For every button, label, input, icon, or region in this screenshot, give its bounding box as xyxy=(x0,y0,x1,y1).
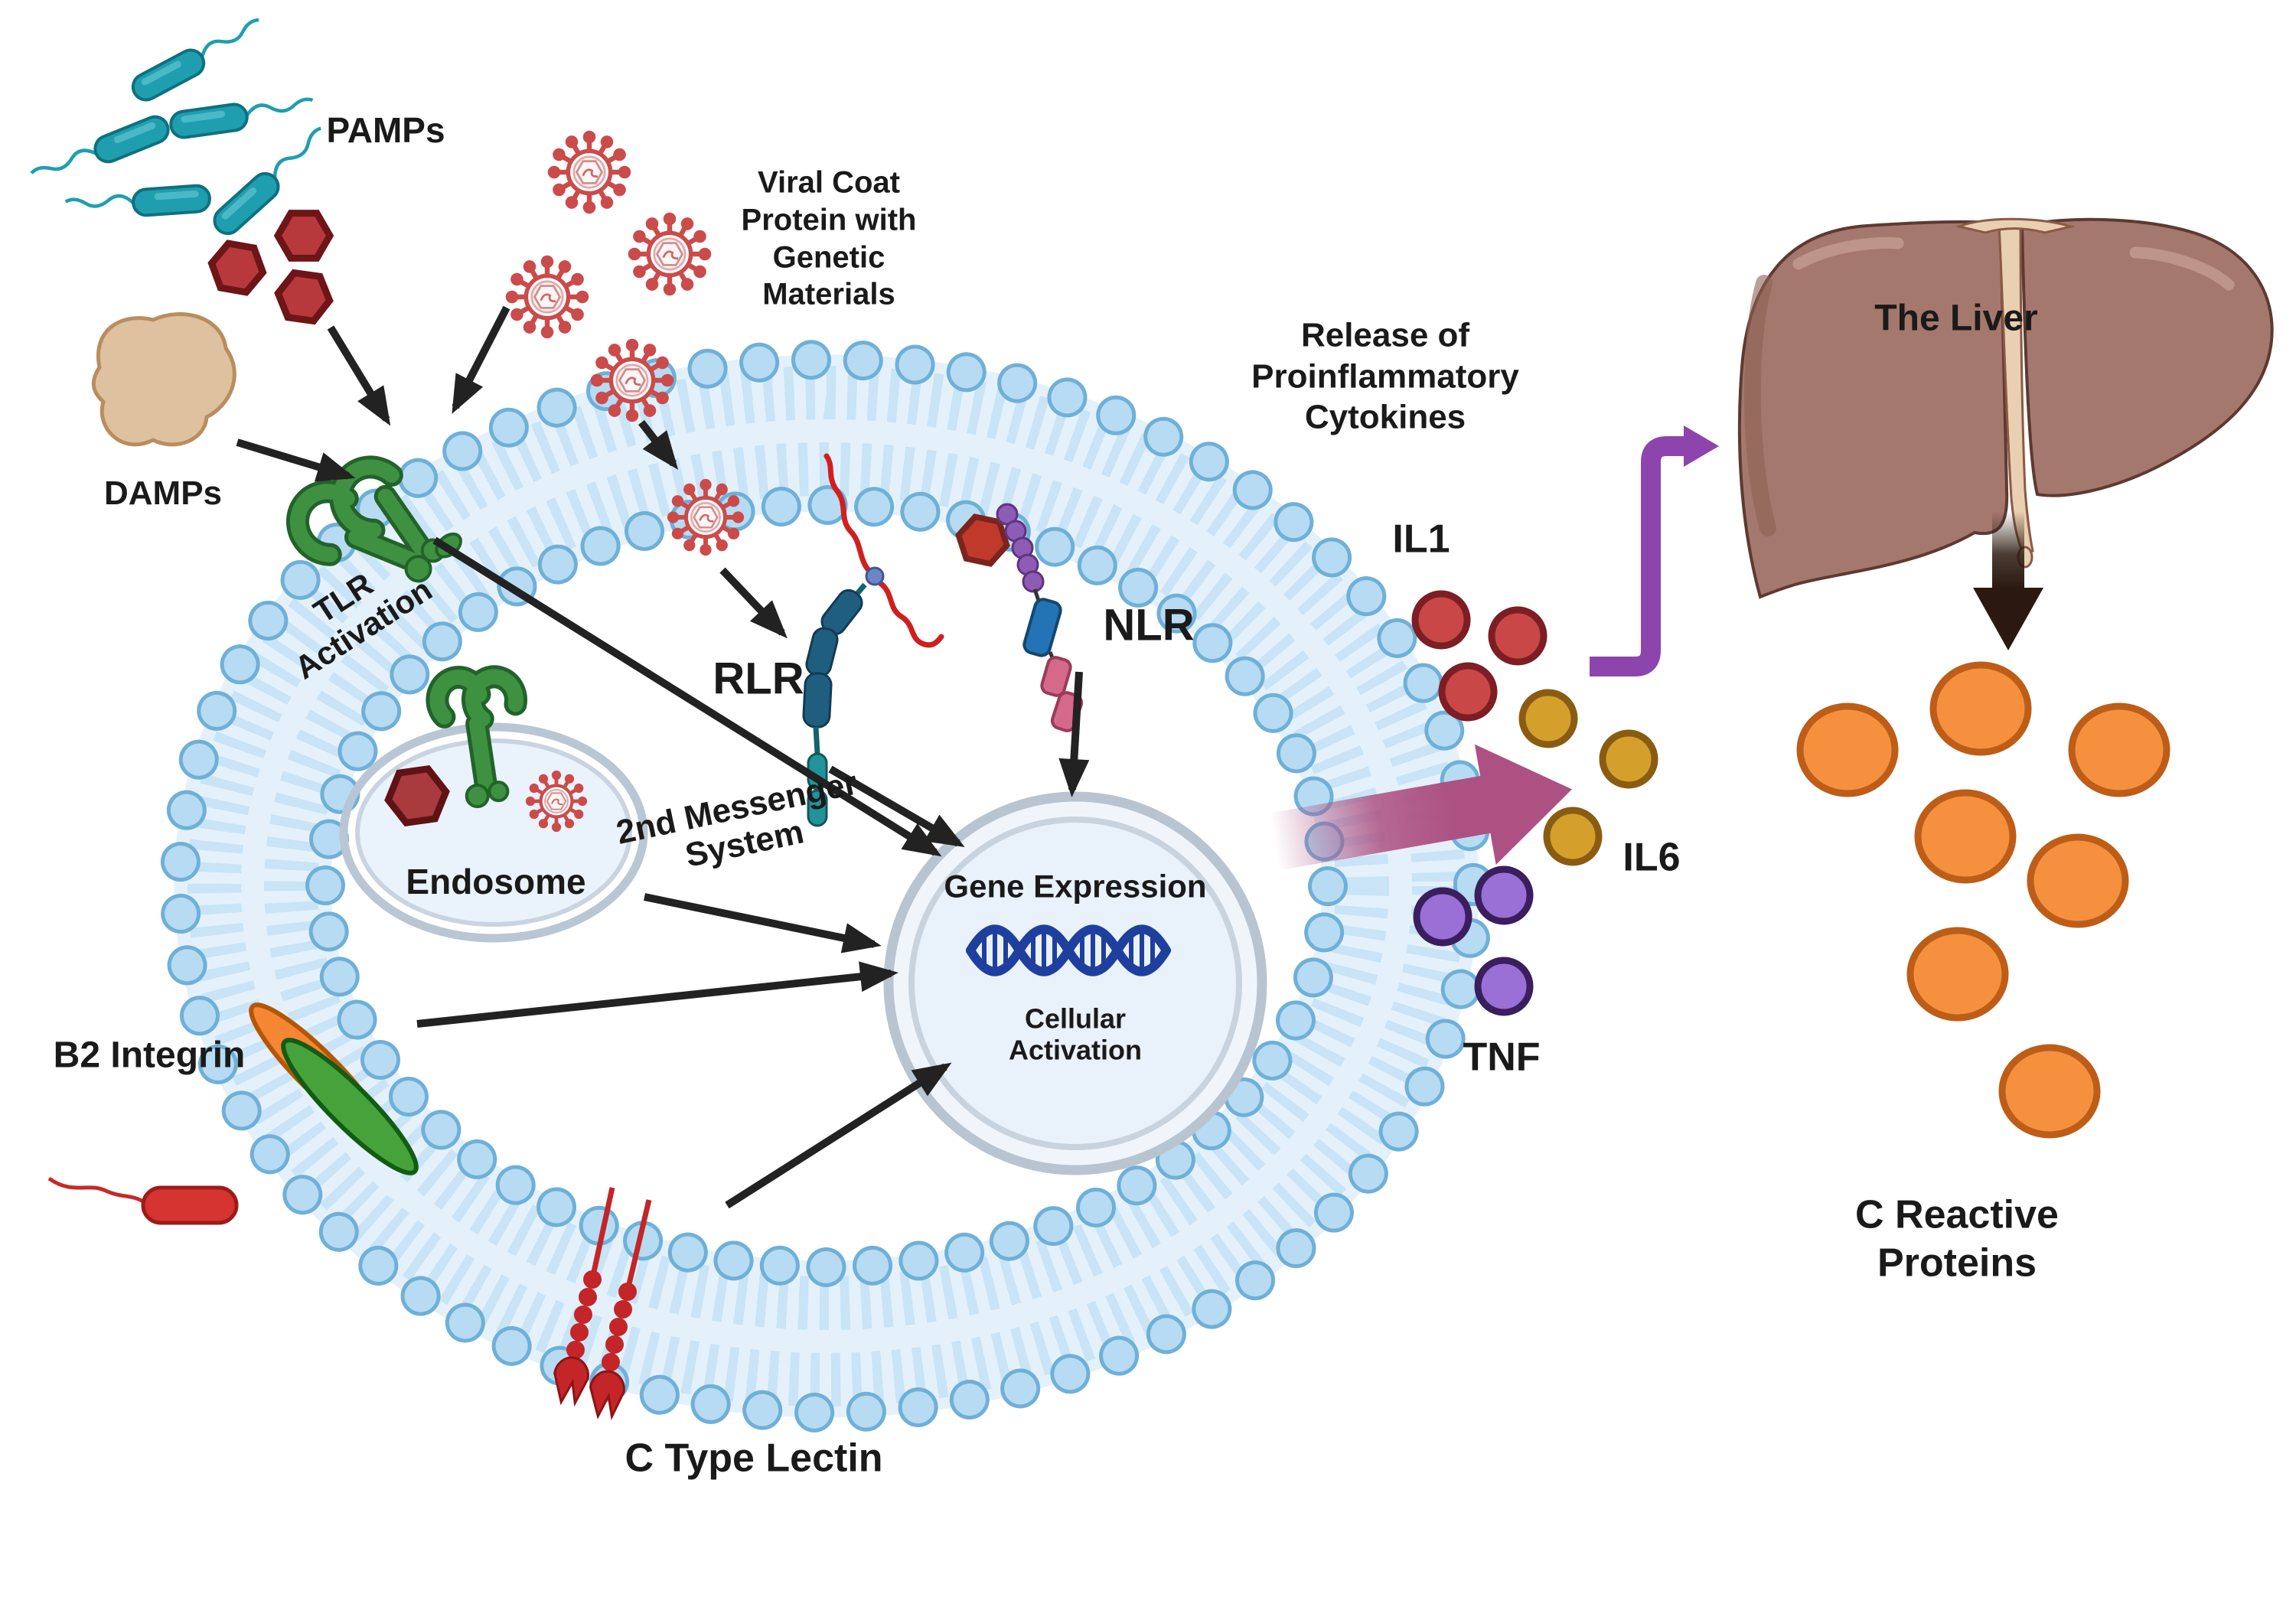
c-reactive-proteins-icon xyxy=(1796,661,2170,1139)
endosome-vesicle-icon xyxy=(339,665,648,943)
red-hexagon-icon xyxy=(207,241,266,295)
il6-cytokine-icon xyxy=(1518,689,1578,748)
arrow-virus-to-tlr xyxy=(452,305,510,414)
orange-circle-icon xyxy=(1796,702,1899,797)
orange-circle-icon xyxy=(1998,1044,2101,1139)
virus-particle-icon xyxy=(628,213,712,296)
endosome-receptor-icon xyxy=(426,665,527,809)
cytokine-circles-icon xyxy=(1411,590,1658,1016)
arrow-pamps-to-tlr xyxy=(327,325,391,426)
bacterium-icon xyxy=(129,14,268,104)
tnf-cytokine-icon xyxy=(1474,957,1534,1016)
cytokine-release-arrow xyxy=(1269,744,1572,871)
arrow-tlr-to-nucleus xyxy=(432,536,942,857)
il1-cytokine-icon xyxy=(1488,606,1548,666)
tnf-cytokine-icon xyxy=(1474,865,1534,925)
damps-blob-icon xyxy=(91,312,236,447)
bacteria-cluster xyxy=(29,14,334,239)
il6-cytokine-icon xyxy=(1599,729,1658,789)
bacterium-icon xyxy=(29,113,172,191)
il6-cytokine-icon xyxy=(1543,807,1603,866)
dna-helix-icon xyxy=(966,924,1171,976)
bacterium-icon xyxy=(65,185,210,221)
tlr-receptor-icon xyxy=(285,455,462,583)
red-hexagon-icon xyxy=(275,271,333,323)
arrow-cytokines-to-liver xyxy=(1590,425,1719,676)
virus-particle-icon xyxy=(548,131,631,214)
arrow-messenger-to-nucleus xyxy=(643,893,882,953)
arrow-lectin-to-nucleus xyxy=(725,1062,952,1209)
arrow-virus-to-rlr xyxy=(719,567,788,639)
red-hexagon-icon xyxy=(278,214,330,259)
il1-cytokine-icon xyxy=(1438,662,1498,722)
lectin-claw-icon xyxy=(548,1187,652,1421)
liver-right-lobe xyxy=(2020,217,2274,497)
arrow-damps-to-tlr xyxy=(236,438,356,482)
liver-organ-icon xyxy=(1737,217,2274,599)
arrow-rlr-to-nucleus xyxy=(828,765,965,848)
orange-circle-icon xyxy=(1906,927,2009,1022)
red-bacterium-icon xyxy=(47,1176,239,1225)
orange-circle-icon xyxy=(2068,702,2170,797)
il1-cytokine-icon xyxy=(1411,590,1471,650)
orange-circle-icon xyxy=(1929,661,2032,756)
rlr-receptor-icon xyxy=(802,453,944,827)
nucleus-gene-expression xyxy=(883,791,1267,1175)
arrow-integrin-to-nucleus xyxy=(416,961,899,1028)
orange-circle-icon xyxy=(1914,789,2017,884)
tnf-cytokine-icon xyxy=(1413,887,1473,947)
integrin-pills-icon xyxy=(249,1002,419,1175)
liver-left-lobe xyxy=(1737,220,2009,599)
falciform-ligament xyxy=(1998,221,2034,554)
arrow-virus-into-cell xyxy=(638,419,679,470)
arrow-liver-to-crp xyxy=(1973,511,2043,650)
bacterium-icon xyxy=(169,93,315,139)
cell-membrane xyxy=(160,340,1493,1433)
arrow-nlr-to-nucleus xyxy=(1058,671,1090,797)
virus-particle-icon xyxy=(506,256,589,339)
orange-circle-icon xyxy=(2027,833,2129,928)
